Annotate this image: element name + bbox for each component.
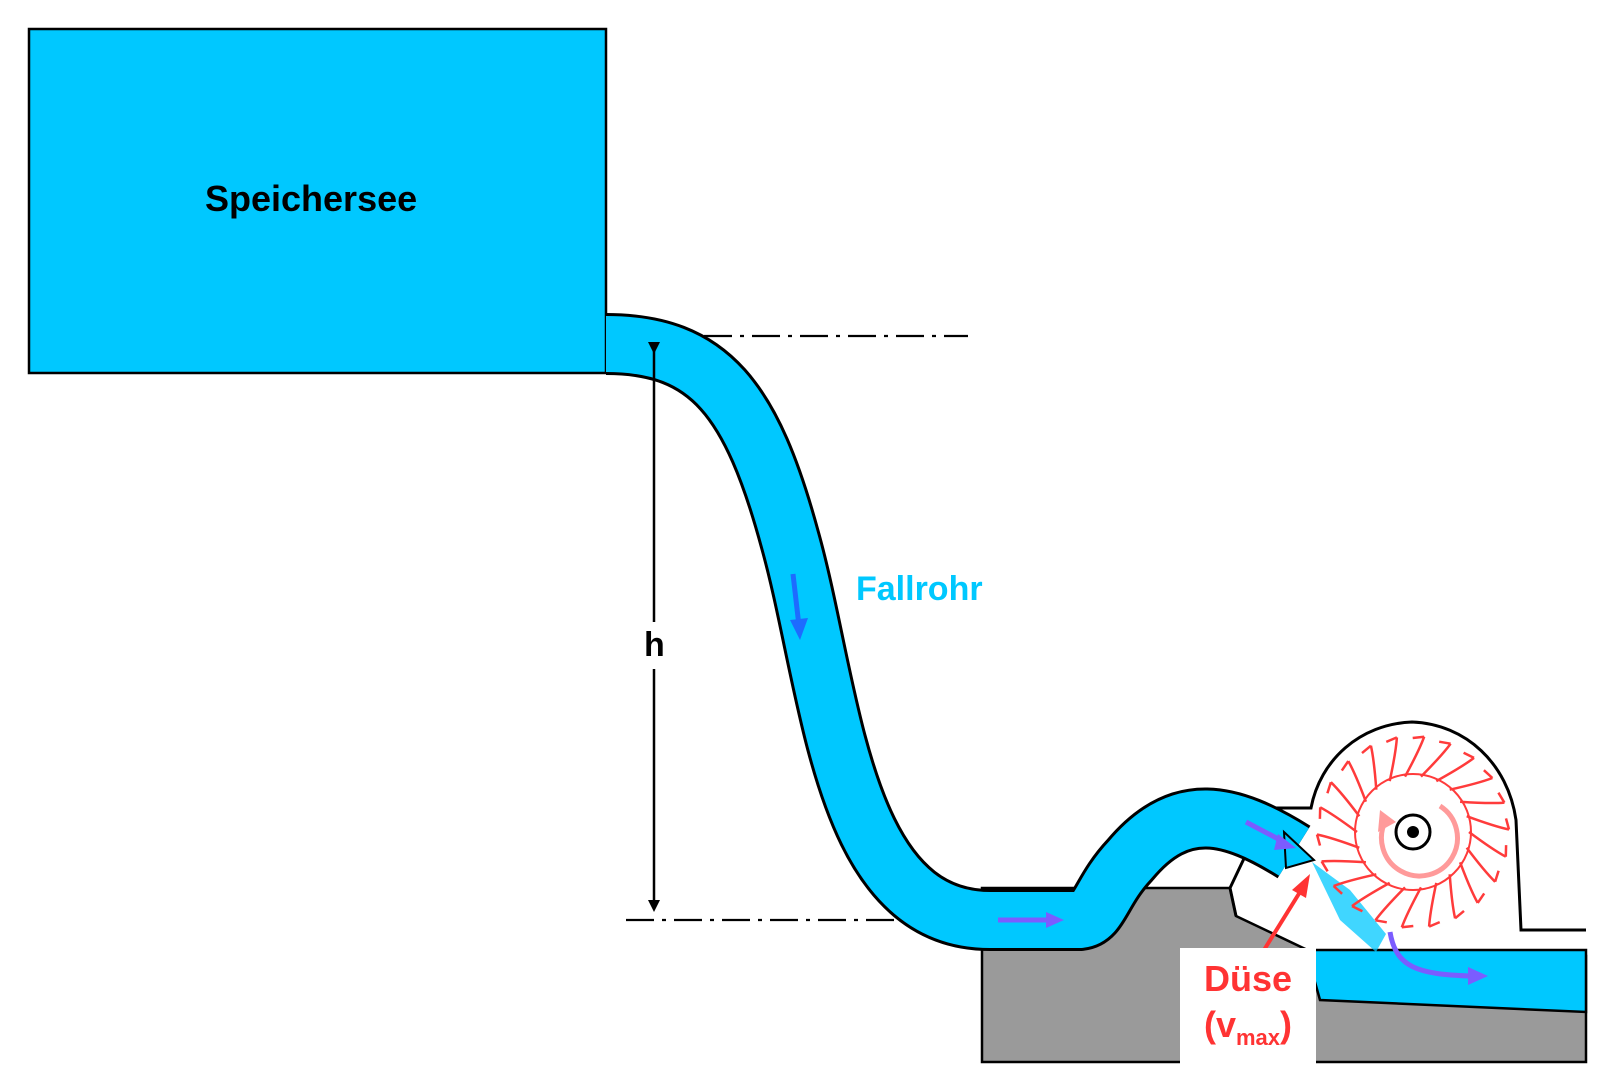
flow-arrow-horizontal xyxy=(998,912,1064,928)
runner-bucket-tip xyxy=(1401,924,1414,929)
runner-bucket xyxy=(1351,881,1391,908)
runner-bucket xyxy=(1427,882,1438,927)
runner-bucket-tip xyxy=(1332,885,1343,895)
runner-bucket xyxy=(1388,737,1399,782)
runner-bucket-tip xyxy=(1315,834,1322,846)
vmax-label: (vmax) xyxy=(1180,1004,1316,1051)
flow-arrow-outflow xyxy=(1387,931,1488,985)
runner-axle xyxy=(1407,826,1419,838)
vmax-subscript: max xyxy=(1235,1025,1281,1050)
runner-bucket xyxy=(1347,760,1368,803)
runner-bucket-tip xyxy=(1454,909,1465,920)
reservoir-label: Speichersee xyxy=(205,178,418,219)
runner-bucket xyxy=(1435,756,1475,783)
runner-bucket-tip xyxy=(1375,919,1388,924)
runner-bucket-tip xyxy=(1476,892,1486,904)
runner-bucket-tip xyxy=(1385,736,1398,744)
runner-bucket xyxy=(1448,874,1457,919)
runner-bucket-tip xyxy=(1463,751,1475,760)
runner-bucket xyxy=(1321,859,1366,864)
vmax-open: (v xyxy=(1203,1004,1236,1045)
runner-bucket xyxy=(1319,806,1358,834)
penstock-water xyxy=(605,316,1309,948)
rotation-arrowhead xyxy=(1378,810,1396,832)
flow-arrow-down xyxy=(790,573,808,640)
runner-bucket-tip xyxy=(1351,904,1363,913)
runner-bucket-tip xyxy=(1340,760,1350,772)
runner-bucket xyxy=(1374,886,1406,922)
runner-bucket-tip xyxy=(1320,860,1329,872)
runner-bucket xyxy=(1330,781,1361,817)
runner-bucket xyxy=(1460,800,1505,805)
runner-bucket xyxy=(1465,847,1496,883)
jet-spray xyxy=(1312,862,1386,952)
runner-bucket xyxy=(1403,736,1426,778)
runner-bucket xyxy=(1420,742,1452,778)
nozzle-tip xyxy=(1282,829,1316,870)
flow-arrow-nozzle xyxy=(1244,819,1296,850)
turbine-housing xyxy=(1228,720,1586,932)
runner-bucket xyxy=(1466,815,1510,831)
runner-bucket-tip xyxy=(1428,920,1441,928)
runner-bucket-tip xyxy=(1493,870,1500,883)
runner-bucket xyxy=(1458,861,1479,904)
runner-bucket xyxy=(1316,833,1360,849)
rotation-arrow xyxy=(1379,803,1460,879)
height-label: h xyxy=(642,622,667,669)
runner-bucket-tip xyxy=(1504,818,1511,830)
nozzle-label-box: Düse (vmax) xyxy=(1180,948,1316,1066)
reservoir-box xyxy=(27,27,608,375)
penstock-label: Fallrohr xyxy=(856,570,983,608)
runner-bucket xyxy=(1333,873,1377,888)
runner-bucket-tip xyxy=(1497,792,1506,804)
nozzle-label: Düse xyxy=(1203,958,1293,999)
runner-bucket xyxy=(1449,776,1493,791)
runner-bucket xyxy=(1400,886,1423,928)
runner-bucket-tip xyxy=(1438,740,1451,745)
runner-bucket xyxy=(1468,830,1507,858)
runner-bucket xyxy=(1369,745,1378,790)
runner-bucket-tip xyxy=(1361,744,1372,755)
runner-bucket-tip xyxy=(1326,781,1333,794)
nozzle-pointer-arrow xyxy=(1262,874,1310,952)
runner-bucket-tip xyxy=(1483,769,1494,779)
runner-bucket-tip xyxy=(1412,735,1425,740)
vmax-close: ) xyxy=(1280,1004,1293,1045)
